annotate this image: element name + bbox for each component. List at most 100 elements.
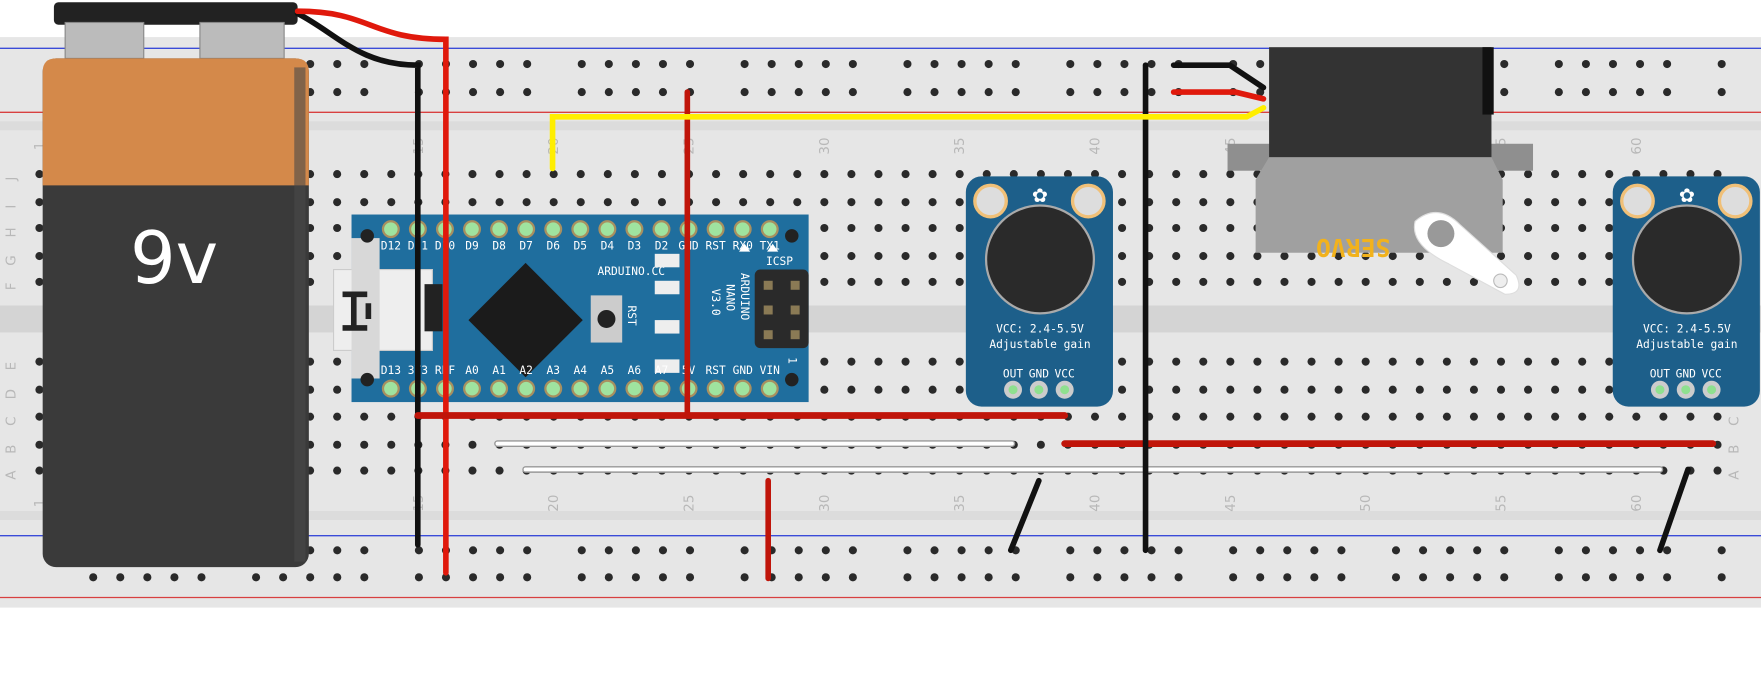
breadboard-hole[interactable] <box>468 198 477 207</box>
breadboard-hole[interactable] <box>1334 277 1343 286</box>
breadboard-hole[interactable] <box>1605 170 1614 179</box>
breadboard-hole[interactable] <box>1280 277 1289 286</box>
rail-hole[interactable] <box>658 546 668 555</box>
breadboard-hole[interactable] <box>874 277 883 286</box>
rail-hole[interactable] <box>1066 88 1075 97</box>
rail-hole[interactable] <box>957 546 966 555</box>
rail-hole[interactable] <box>1554 59 1563 69</box>
breadboard-hole[interactable] <box>928 277 937 286</box>
breadboard-hole[interactable] <box>793 170 802 179</box>
breadboard-hole[interactable] <box>955 357 964 366</box>
breadboard-hole[interactable] <box>1388 412 1397 421</box>
breadboard-hole[interactable] <box>1199 170 1208 179</box>
breadboard-hole[interactable] <box>847 170 856 179</box>
rail-hole[interactable] <box>794 573 803 582</box>
breadboard-hole[interactable] <box>1469 412 1478 421</box>
breadboard-hole[interactable] <box>360 198 369 207</box>
nano-pin[interactable] <box>706 220 725 239</box>
rail-hole[interactable] <box>360 88 369 97</box>
rail-hole[interactable] <box>116 573 125 582</box>
breadboard-hole[interactable] <box>1578 198 1587 207</box>
breadboard-hole[interactable] <box>820 252 829 261</box>
breadboard-hole[interactable] <box>387 440 396 449</box>
rail-hole[interactable] <box>197 573 206 582</box>
breadboard-hole[interactable] <box>1226 412 1235 421</box>
rail-hole[interactable] <box>469 573 478 582</box>
rail-hole[interactable] <box>1391 573 1401 582</box>
rail-hole[interactable] <box>1093 59 1102 69</box>
breadboard-hole[interactable] <box>1172 412 1181 421</box>
breadboard-hole[interactable] <box>955 277 964 286</box>
breadboard-hole[interactable] <box>1280 412 1289 421</box>
wire-battery-power[interactable] <box>294 8 449 576</box>
rail-hole[interactable] <box>604 573 613 582</box>
nano-pin[interactable] <box>544 379 563 398</box>
breadboard-hole[interactable] <box>1334 412 1343 421</box>
breadboard-hole[interactable] <box>35 198 44 207</box>
rail-hole[interactable] <box>604 88 613 97</box>
breadboard-hole[interactable] <box>1009 170 1018 179</box>
breadboard-hole[interactable] <box>901 357 910 366</box>
breadboard-hole[interactable] <box>955 223 964 233</box>
rail-hole[interactable] <box>848 573 857 582</box>
rail-hole[interactable] <box>360 573 369 582</box>
breadboard-hole[interactable] <box>1118 385 1127 394</box>
nano-pin[interactable] <box>517 220 536 239</box>
rail-hole[interactable] <box>1663 546 1672 555</box>
nano-pin[interactable] <box>490 379 509 398</box>
rail-hole[interactable] <box>1500 573 1509 582</box>
rail-hole[interactable] <box>1663 59 1672 69</box>
breadboard-hole[interactable] <box>1118 170 1127 179</box>
breadboard-hole[interactable] <box>1334 385 1343 394</box>
breadboard-hole[interactable] <box>1469 277 1478 286</box>
rail-hole[interactable] <box>1310 573 1319 582</box>
rail-hole[interactable] <box>604 59 613 69</box>
breadboard-hole[interactable] <box>360 466 369 475</box>
breadboard-hole[interactable] <box>1307 385 1316 394</box>
rail-hole[interactable] <box>903 573 912 582</box>
rail-hole[interactable] <box>1608 573 1618 582</box>
nano-pin[interactable] <box>625 379 644 398</box>
rail-hole[interactable] <box>523 88 532 97</box>
rail-hole[interactable] <box>903 88 912 97</box>
rail-hole[interactable] <box>740 59 749 69</box>
breadboard-hole[interactable] <box>1280 385 1289 394</box>
breadboard-hole[interactable] <box>35 412 44 421</box>
breadboard-hole[interactable] <box>820 357 829 366</box>
breadboard-hole[interactable] <box>1713 412 1722 421</box>
breadboard-hole[interactable] <box>35 277 44 286</box>
rail-hole[interactable] <box>1337 573 1346 582</box>
breadboard-hole[interactable] <box>1226 223 1235 233</box>
breadboard-hole[interactable] <box>603 170 612 179</box>
breadboard-hole[interactable] <box>874 385 883 394</box>
rail-hole[interactable] <box>1283 546 1292 555</box>
breadboard-hole[interactable] <box>360 412 369 421</box>
breadboard-hole[interactable] <box>657 170 666 179</box>
breadboard-hole[interactable] <box>1226 357 1235 366</box>
rail-hole[interactable] <box>957 59 966 69</box>
breadboard-hole[interactable] <box>360 440 369 449</box>
breadboard-hole[interactable] <box>1524 357 1533 366</box>
rail-hole[interactable] <box>604 546 613 555</box>
servo-motor[interactable]: SERVO <box>1227 47 1534 295</box>
rail-hole[interactable] <box>1419 546 1428 555</box>
rail-hole[interactable] <box>794 88 803 97</box>
nano-pin[interactable] <box>760 220 779 239</box>
wire-servo-signal[interactable] <box>549 105 1267 172</box>
breadboard-hole[interactable] <box>1442 385 1451 394</box>
rail-hole[interactable] <box>848 546 857 555</box>
rail-hole[interactable] <box>984 59 993 69</box>
rail-hole[interactable] <box>767 88 776 97</box>
rail-hole[interactable] <box>1419 573 1428 582</box>
breadboard-hole[interactable] <box>35 440 44 449</box>
breadboard-hole[interactable] <box>982 170 991 179</box>
breadboard-hole[interactable] <box>576 170 585 179</box>
breadboard-hole[interactable] <box>333 357 342 366</box>
rail-hole[interactable] <box>360 59 369 69</box>
rail-hole[interactable] <box>1310 546 1319 555</box>
breadboard-hole[interactable] <box>1226 170 1235 179</box>
breadboard-hole[interactable] <box>1524 277 1533 286</box>
breadboard-hole[interactable] <box>820 385 829 394</box>
breadboard-hole[interactable] <box>1496 412 1506 421</box>
rail-hole[interactable] <box>577 88 586 97</box>
